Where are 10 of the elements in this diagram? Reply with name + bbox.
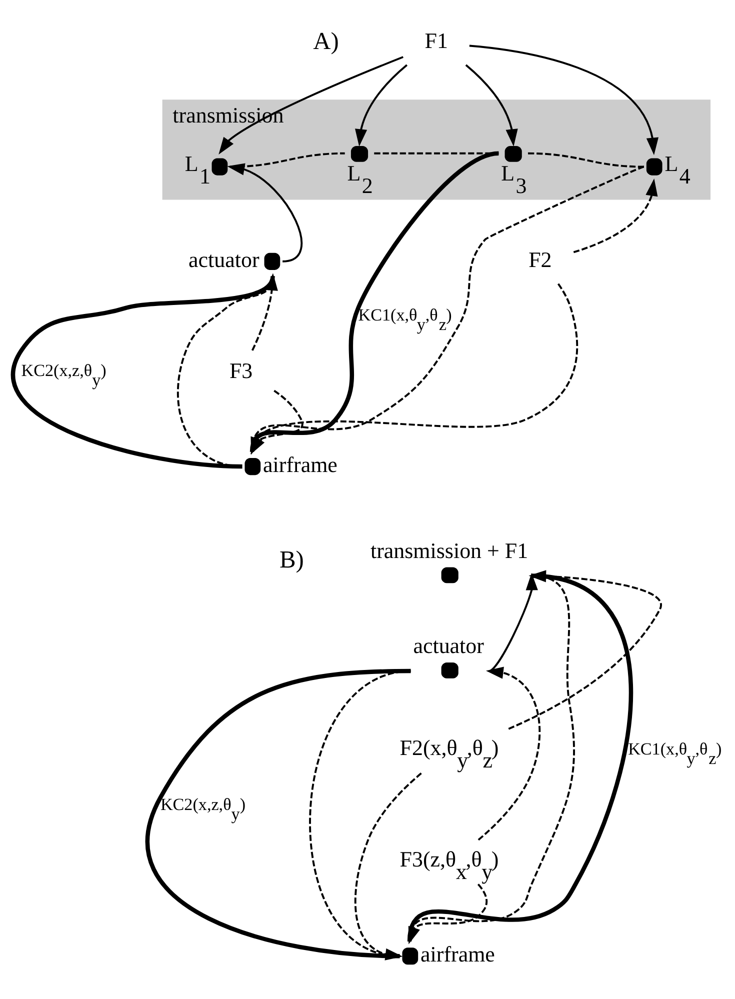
node-label: transmission + F1 (370, 538, 528, 563)
node-label: actuator (188, 246, 260, 272)
node-text: F1 (424, 28, 448, 54)
label: B) (280, 546, 304, 574)
node-label: actuator (413, 633, 484, 658)
node-label: airframe (263, 452, 338, 477)
node-text: F2 (528, 246, 552, 272)
node-label: airframe (420, 942, 495, 967)
node-text: F3 (229, 358, 253, 383)
label: A) (313, 28, 339, 55)
